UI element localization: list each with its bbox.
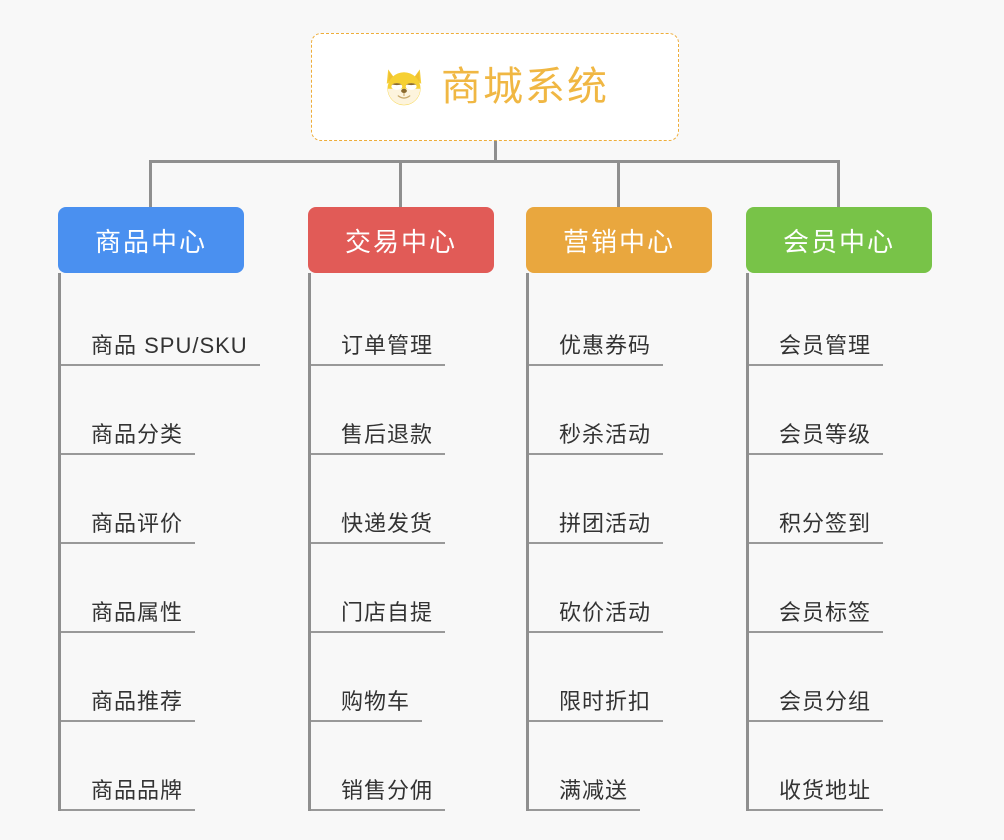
leaf-item[interactable]: 商品分类 (61, 366, 244, 455)
leaf-item-label: 收货地址 (749, 778, 884, 811)
leaf-item[interactable]: 销售分佣 (311, 722, 494, 811)
connector-drop-4 (837, 160, 840, 207)
leaf-item-label: 优惠券码 (529, 333, 664, 366)
leaf-item-label: 售后退款 (311, 422, 446, 455)
leaf-item[interactable]: 会员管理 (749, 277, 932, 366)
leaf-item[interactable]: 商品 SPU/SKU (61, 277, 260, 366)
connector-bus (149, 160, 840, 163)
leaf-item-label: 砍价活动 (529, 600, 664, 633)
leaf-item-label: 门店自提 (311, 600, 446, 633)
leaf-item[interactable]: 商品属性 (61, 544, 244, 633)
leaf-item[interactable]: 优惠券码 (529, 277, 712, 366)
leaf-item[interactable]: 订单管理 (311, 277, 494, 366)
leaf-item-label: 购物车 (311, 689, 423, 722)
leaf-item-label: 订单管理 (311, 333, 446, 366)
branch-head-label: 商品中心 (94, 226, 207, 257)
leaf-item[interactable]: 门店自提 (311, 544, 494, 633)
leaf-item[interactable]: 积分签到 (749, 455, 932, 544)
leaf-item[interactable]: 拼团活动 (529, 455, 712, 544)
leaf-item-label: 销售分佣 (311, 778, 446, 811)
leaf-item[interactable]: 满减送 (529, 722, 712, 811)
leaf-item-label: 拼团活动 (529, 511, 664, 544)
leaf-item[interactable]: 砍价活动 (529, 544, 712, 633)
leaf-item-label: 商品品牌 (61, 778, 196, 811)
branch-head-2[interactable]: 交易中心 (308, 207, 494, 273)
leaf-item-label: 满减送 (529, 778, 641, 811)
leaf-item-label: 会员管理 (749, 333, 884, 366)
leaf-item[interactable]: 限时折扣 (529, 633, 712, 722)
leaf-list-3: 优惠券码秒杀活动拼团活动砍价活动限时折扣满减送 (526, 273, 712, 811)
leaf-item-label: 会员标签 (749, 600, 884, 633)
leaf-item-label: 商品 SPU/SKU (61, 333, 260, 366)
leaf-item[interactable]: 购物车 (311, 633, 494, 722)
branch-head-label: 交易中心 (344, 226, 457, 257)
branch-head-4[interactable]: 会员中心 (746, 207, 932, 273)
leaf-item-label: 积分签到 (749, 511, 884, 544)
leaf-item-label: 秒杀活动 (529, 422, 664, 455)
leaf-item-label: 限时折扣 (529, 689, 664, 722)
leaf-item[interactable]: 秒杀活动 (529, 366, 712, 455)
leaf-item[interactable]: 售后退款 (311, 366, 494, 455)
leaf-item[interactable]: 快递发货 (311, 455, 494, 544)
root-node[interactable]: 商城系统 (311, 33, 679, 141)
dog-face-icon (381, 65, 427, 111)
branch-head-1[interactable]: 商品中心 (58, 207, 244, 273)
branch-head-label: 营销中心 (562, 226, 675, 257)
leaf-item[interactable]: 会员分组 (749, 633, 932, 722)
connector-drop-1 (149, 160, 152, 207)
branch-head-label: 会员中心 (782, 226, 895, 257)
leaf-item[interactable]: 收货地址 (749, 722, 932, 811)
leaf-item-label: 会员分组 (749, 689, 884, 722)
leaf-item[interactable]: 会员标签 (749, 544, 932, 633)
branch-2: 交易中心订单管理售后退款快递发货门店自提购物车销售分佣 (308, 207, 494, 811)
branch-4: 会员中心会员管理会员等级积分签到会员标签会员分组收货地址 (746, 207, 932, 811)
branch-1: 商品中心商品 SPU/SKU 商品分类商品评价商品属性商品推荐商品品牌 (58, 207, 260, 811)
leaf-item[interactable]: 商品评价 (61, 455, 244, 544)
leaf-list-2: 订单管理售后退款快递发货门店自提购物车销售分佣 (308, 273, 494, 811)
leaf-item[interactable]: 会员等级 (749, 366, 932, 455)
branch-3: 营销中心优惠券码秒杀活动拼团活动砍价活动限时折扣满减送 (526, 207, 712, 811)
leaf-item-label: 商品属性 (61, 600, 196, 633)
connector-drop-2 (399, 160, 402, 207)
leaf-item[interactable]: 商品品牌 (61, 722, 244, 811)
branch-head-3[interactable]: 营销中心 (526, 207, 712, 273)
leaf-item-label: 快递发货 (311, 511, 446, 544)
root-title: 商城系统 (441, 65, 609, 109)
leaf-list-1: 商品 SPU/SKU 商品分类商品评价商品属性商品推荐商品品牌 (58, 273, 260, 811)
connector-root-stem (494, 141, 497, 162)
leaf-item-label: 商品分类 (61, 422, 196, 455)
leaf-item[interactable]: 商品推荐 (61, 633, 244, 722)
connector-drop-3 (617, 160, 620, 207)
leaf-list-4: 会员管理会员等级积分签到会员标签会员分组收货地址 (746, 273, 932, 811)
leaf-item-label: 商品推荐 (61, 689, 196, 722)
leaf-item-label: 会员等级 (749, 422, 884, 455)
leaf-item-label: 商品评价 (61, 511, 196, 544)
